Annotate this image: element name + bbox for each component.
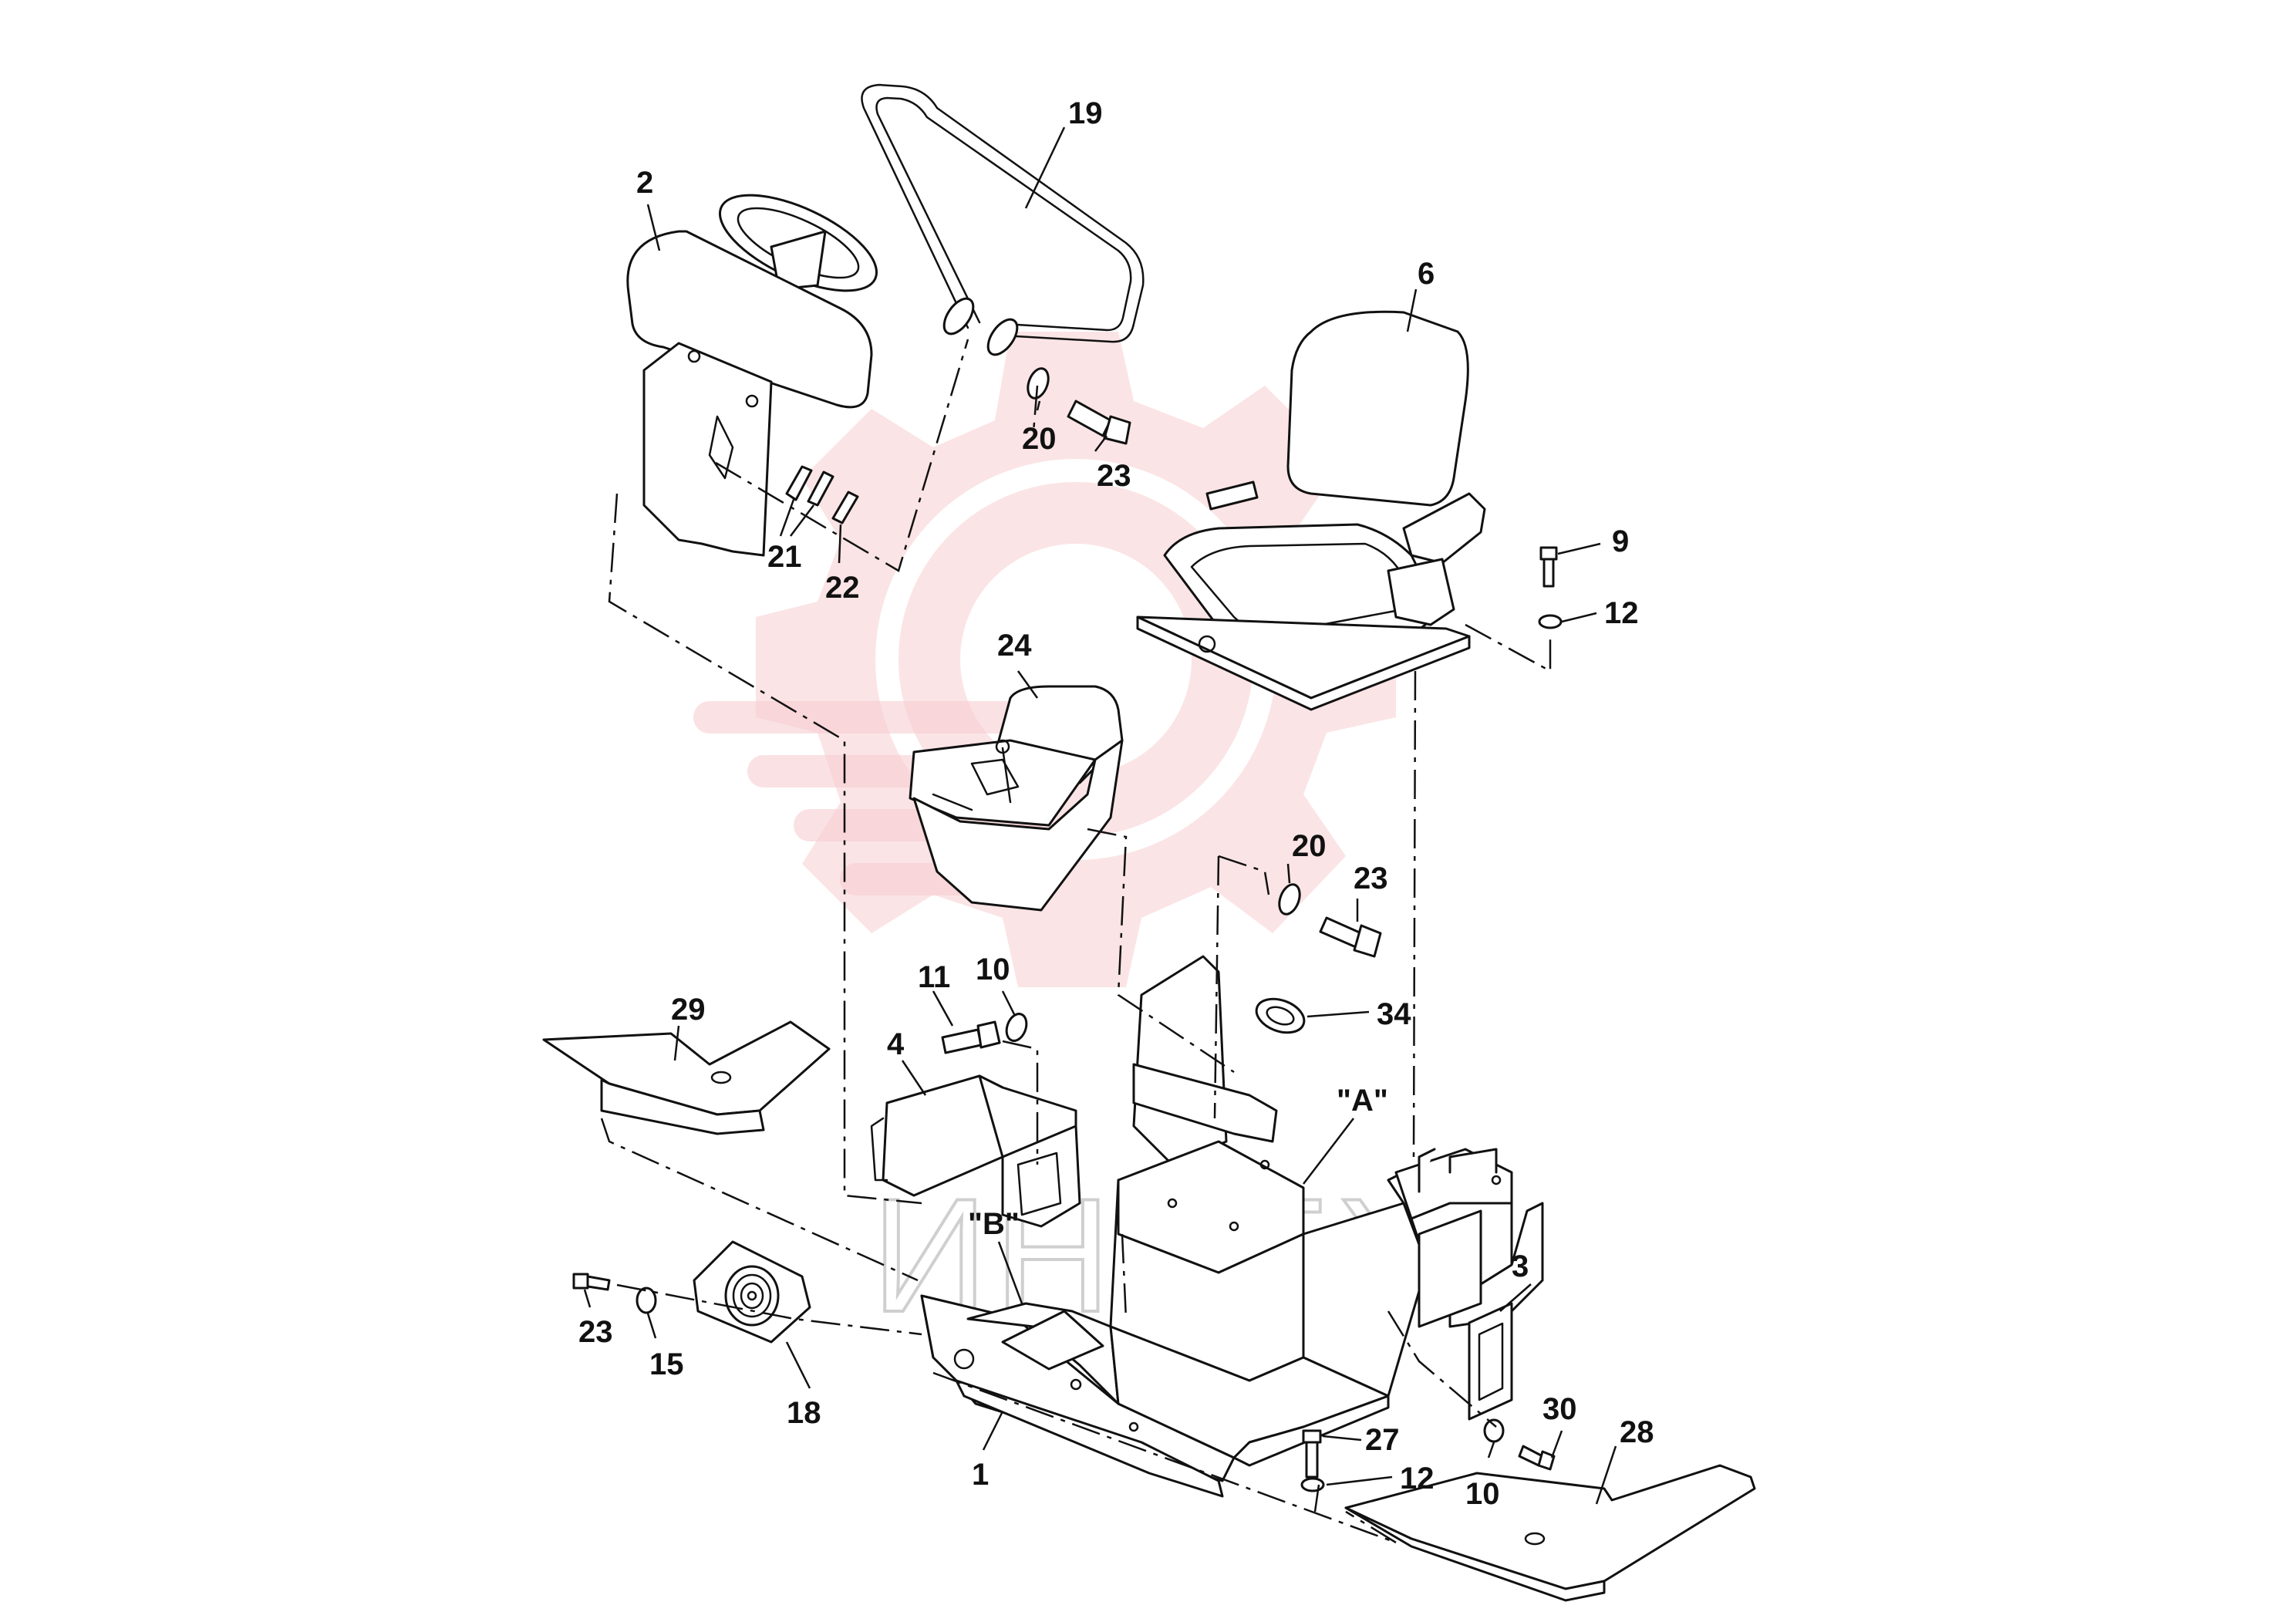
callout-34: 34 [1377, 997, 1411, 1031]
callout-10-lower: 10 [1465, 1477, 1500, 1511]
callout-15: 15 [649, 1347, 684, 1381]
callout-6: 6 [1418, 257, 1435, 291]
leader-lines [583, 126, 1617, 1505]
part-9-bolt [1539, 546, 1558, 588]
part-11-bolt [941, 1020, 1001, 1054]
callout-27: 27 [1365, 1423, 1400, 1457]
part-21-shims [785, 465, 834, 507]
callout-view-a: "A" [1337, 1084, 1388, 1118]
part-27-bolt [1302, 1429, 1322, 1479]
callout-12-right: 12 [1604, 596, 1639, 630]
callout-3: 3 [1512, 1249, 1529, 1283]
part-2-steering-column [626, 194, 878, 557]
callout-10-upper: 10 [976, 953, 1010, 986]
part-24-control-console [909, 685, 1124, 912]
callout-12-lower: 12 [1400, 1462, 1435, 1496]
callout-21: 21 [767, 540, 802, 574]
part-15-washer-left [636, 1286, 657, 1314]
part-4-electrical-box [870, 1074, 1081, 1228]
part-28-floor-mat-right [1344, 1464, 1756, 1602]
part-10-washer-lower [1483, 1418, 1505, 1443]
callout-24: 24 [997, 629, 1032, 663]
callout-1: 1 [972, 1458, 989, 1492]
callout-22: 22 [825, 571, 860, 605]
part-20-washer-upper [1027, 367, 1050, 400]
part-6-seat [1136, 310, 1486, 711]
part-22-shim [831, 491, 859, 524]
callout-11: 11 [918, 960, 950, 994]
callout-2: 2 [636, 166, 653, 200]
callout-18: 18 [787, 1396, 821, 1430]
part-3-cover-plate [1468, 1302, 1513, 1421]
callout-23-left: 23 [578, 1315, 613, 1349]
part-10-washer-upper [1005, 1013, 1028, 1042]
part-20-washer-middle [1278, 883, 1301, 916]
callout-23-upper: 23 [1097, 459, 1131, 493]
callout-23-middle: 23 [1354, 862, 1388, 895]
callout-9: 9 [1612, 524, 1629, 558]
part-29-floor-mat-left [542, 1020, 831, 1135]
part-34-grommet [1255, 997, 1306, 1034]
part-23-bolt-middle [1319, 916, 1382, 958]
part-23-bolt-left [572, 1273, 611, 1291]
callout-29: 29 [671, 993, 706, 1027]
callout-20-upper: 20 [1022, 422, 1057, 456]
part-30-bolt [1518, 1445, 1556, 1471]
assembly-dash-lines [600, 339, 1552, 1544]
callout-28: 28 [1620, 1415, 1654, 1449]
callout-30: 30 [1542, 1392, 1577, 1426]
part-19-handrail [861, 83, 1145, 356]
callout-19: 19 [1068, 96, 1103, 130]
callout-labels: 19 2 6 20 23 9 21 22 12 24 20 23 10 11 2… [578, 96, 1654, 1511]
callout-4: 4 [887, 1027, 905, 1061]
part-23-bolt-upper [1067, 400, 1131, 445]
callout-view-b: "B" [968, 1207, 1020, 1241]
part-12-washer-right [1538, 614, 1563, 629]
callout-20-middle: 20 [1292, 829, 1327, 863]
part-18-horn [693, 1240, 811, 1344]
part-1-operator-platform-frame [920, 955, 1544, 1498]
part-12-washer-lower [1300, 1477, 1325, 1492]
